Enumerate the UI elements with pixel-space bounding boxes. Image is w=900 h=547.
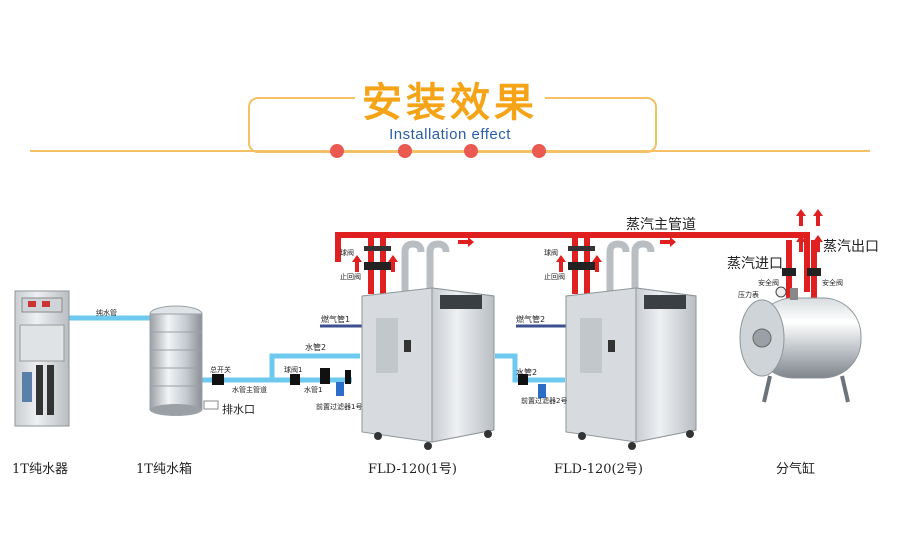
- label-check-valve-2: 止回阀: [544, 273, 565, 281]
- header-divider-line: [30, 150, 870, 152]
- boiler-unit-1: [361, 287, 495, 450]
- decor-dot: [532, 144, 546, 158]
- label-water-pipe-1: 水管1: [304, 386, 323, 394]
- label-safety-valve-a: 安全阀: [758, 279, 779, 287]
- label-safety-valve-b: 安全阀: [822, 279, 843, 287]
- steam-risers-unit1: [364, 238, 391, 294]
- main-steam-pipe: [335, 232, 810, 292]
- flow-arrows: [352, 209, 823, 272]
- water-valves: [212, 368, 528, 385]
- label-pure-water-pipe: 纯水管: [96, 309, 117, 317]
- water-pipes: [68, 315, 565, 383]
- caption-unit1: FLD-120(1号): [368, 462, 457, 477]
- label-pressure-gauge: 压力表: [738, 291, 759, 299]
- prefilters: [336, 382, 546, 398]
- caption-unit2: FLD-120(2号): [554, 462, 643, 477]
- caption-pure-water-tank: 1T纯水箱: [136, 462, 192, 477]
- header-risers: [782, 240, 821, 300]
- decor-dot: [330, 144, 344, 158]
- label-switch: 总开关: [210, 366, 231, 374]
- pure-water-machine: [14, 290, 70, 427]
- label-drain: 排水口: [222, 403, 255, 416]
- decor-dot: [398, 144, 412, 158]
- label-ball-valve-top2: 球阀: [544, 249, 558, 257]
- decor-dot: [464, 144, 478, 158]
- pure-water-tank: [149, 305, 203, 416]
- label-main-steam-pipe: 蒸汽主管道: [626, 217, 696, 233]
- label-prefilter-1: 前置过滤器1号: [316, 403, 363, 411]
- page-subtitle: Installation effect: [389, 126, 511, 143]
- drain-stub: [203, 400, 219, 410]
- label-main-water-pipe: 水管主管道: [232, 386, 267, 394]
- label-ball-valve-top1: 球阀: [340, 249, 354, 257]
- label-prefilter-2: 前置过滤器2号: [521, 397, 568, 405]
- label-check-valve-1: 止回阀: [340, 273, 361, 281]
- label-gas-pipe-1: 燃气管1: [321, 315, 351, 324]
- steam-header-vessel: [739, 286, 862, 403]
- label-steam-outlet: 蒸汽出口: [823, 239, 879, 255]
- label-ball-valve-1: 球阀1: [284, 366, 303, 374]
- header-frame-gap: [355, 88, 545, 104]
- label-steam-inlet: 蒸汽进口: [727, 256, 783, 272]
- chimneys: [401, 240, 655, 296]
- caption-pure-water-machine: 1T纯水器: [12, 462, 68, 477]
- steam-risers-unit2: [568, 238, 595, 294]
- boiler-unit-2: [565, 287, 697, 450]
- page-title: 安装效果: [362, 80, 538, 126]
- caption-steam-header: 分气缸: [776, 462, 816, 477]
- label-water-pipe-2: 水管2: [305, 343, 327, 352]
- label-water-pipe-2b: 水管2: [516, 368, 538, 377]
- label-gas-pipe-2: 燃气管2: [516, 315, 546, 324]
